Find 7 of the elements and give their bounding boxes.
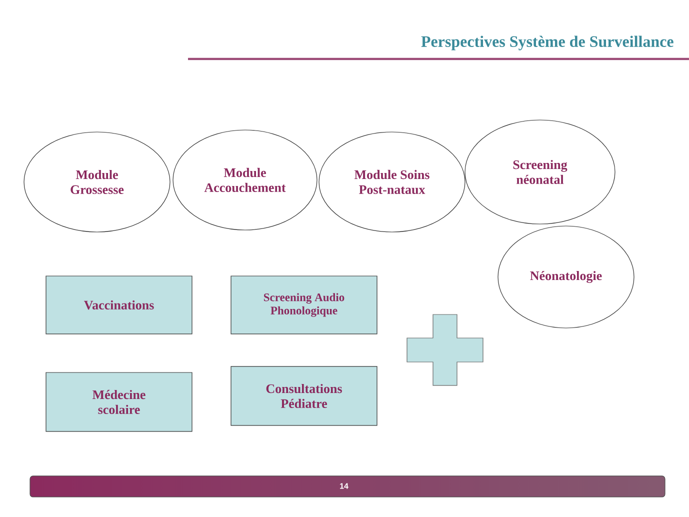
service-box: Consultations Pédiatre — [230, 366, 378, 426]
service-box: Screening Audio Phonologique — [230, 276, 378, 334]
service-box: Médecine scolaire — [46, 372, 192, 432]
plus-shape — [406, 314, 484, 386]
slide-title: Perspectives Système de Surveillance — [421, 36, 674, 50]
footer-bar: 14 — [30, 476, 666, 498]
service-box: Vaccinations — [46, 276, 192, 334]
